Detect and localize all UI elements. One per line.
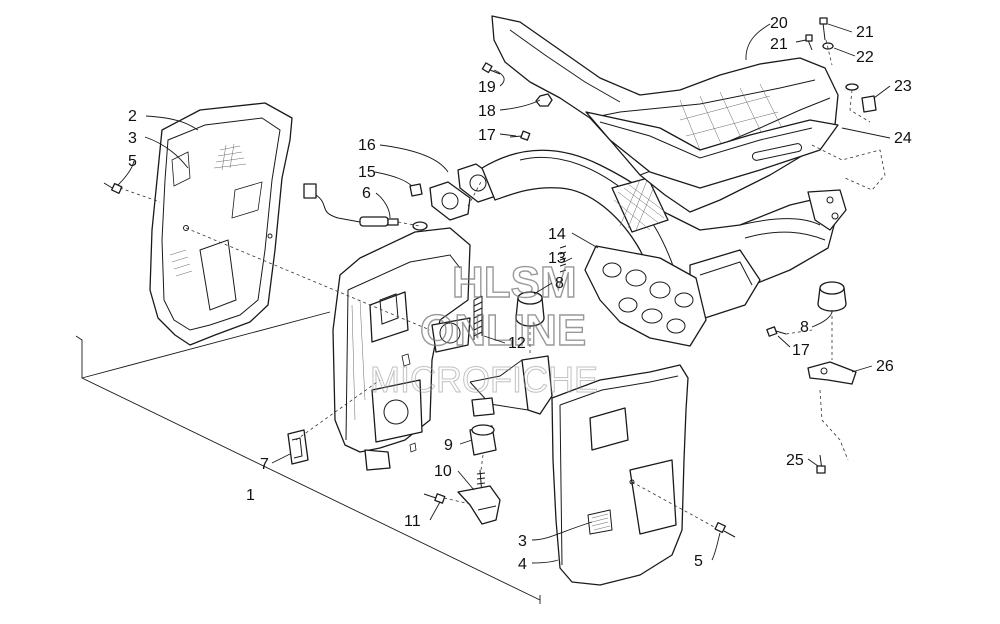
grommet-9 <box>469 397 497 456</box>
watermark-line-2: ONLINE <box>420 306 586 355</box>
callout-17-top: 17 <box>478 127 496 144</box>
callout-3: 3 <box>128 130 137 147</box>
callout-9: 9 <box>444 437 453 454</box>
watermark: HLSM ONLINE MICROFICHE <box>370 257 599 400</box>
callout-24: 24 <box>894 130 912 147</box>
bracket-12 <box>469 355 553 415</box>
left-heat-shield <box>149 102 293 346</box>
watermark-line-1: HLSM <box>452 258 577 307</box>
watermark-line-3: MICROFICHE <box>370 359 598 400</box>
callout-16: 16 <box>358 137 376 154</box>
callout-1: 1 <box>246 487 255 504</box>
screw-25 <box>816 454 826 474</box>
callout-6: 6 <box>362 185 371 202</box>
callout-5-bottom: 5 <box>694 553 703 570</box>
callout-14: 14 <box>548 226 566 243</box>
assembly-lines <box>119 179 833 529</box>
callout-7: 7 <box>260 456 269 473</box>
callout-2: 2 <box>128 108 137 125</box>
bracket-7 <box>287 429 309 465</box>
screw-11 <box>423 493 446 504</box>
callout-18: 18 <box>478 103 496 120</box>
gasket-16 <box>429 181 471 221</box>
callout-15: 15 <box>358 164 376 181</box>
callout-10: 10 <box>434 463 452 480</box>
callout-5: 5 <box>128 153 137 170</box>
bolt-17-right <box>766 326 787 337</box>
callout-11: 11 <box>404 513 421 530</box>
exhaust-pipe <box>481 149 847 323</box>
callout-12: 12 <box>508 335 526 352</box>
callout-8-center: 8 <box>555 275 564 292</box>
manifold-gasket-14 <box>584 245 707 347</box>
callout-8-right: 8 <box>800 319 809 336</box>
clamp-15 <box>409 183 423 197</box>
screw-5-right <box>714 522 736 538</box>
hardware-19-18-17 <box>481 62 553 141</box>
callout-labels: 2 3 5 16 15 6 19 18 17 20 21 21 22 23 24… <box>128 15 912 573</box>
callout-leaders <box>117 23 891 564</box>
hardware-21-22-23 <box>805 17 877 123</box>
upper-heat-shield <box>491 15 886 213</box>
callout-22: 22 <box>856 49 874 66</box>
callout-20: 20 <box>770 15 788 32</box>
oxygen-sensor <box>303 183 428 231</box>
grommet-8-right <box>817 281 847 312</box>
callout-23: 23 <box>894 78 912 95</box>
callout-26: 26 <box>876 358 894 375</box>
callout-21-right: 21 <box>856 24 874 41</box>
callout-13: 13 <box>548 250 566 267</box>
stud-10-bracket <box>457 469 501 525</box>
callout-3-bottom: 3 <box>518 533 527 550</box>
part-1-bracket-leader <box>75 311 541 604</box>
callout-19: 19 <box>478 79 496 96</box>
spring-12 <box>473 295 483 340</box>
grommet-8-center <box>515 291 545 327</box>
callout-25: 25 <box>786 452 804 469</box>
right-heat-shield <box>551 364 689 586</box>
bracket-26 <box>807 361 857 461</box>
muffler-body <box>332 227 471 471</box>
screw-5-left <box>103 182 123 194</box>
callout-17-right: 17 <box>792 342 810 359</box>
spring-13 <box>559 245 567 273</box>
callout-4: 4 <box>518 556 527 573</box>
callout-21-left: 21 <box>770 36 788 53</box>
